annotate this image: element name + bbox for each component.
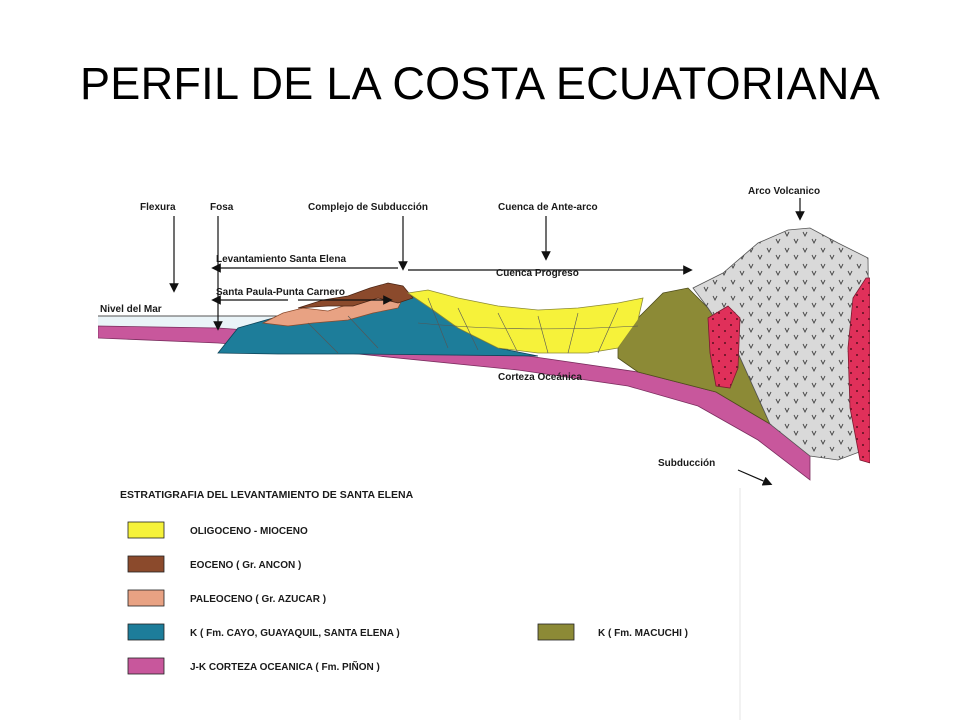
label-flexura: Flexura [140,202,176,213]
label-nivel-del-mar: Nivel del Mar [100,304,162,315]
legend-label-macuchi: K ( Fm. MACUCHI ) [598,628,688,639]
fault-lines [307,297,639,354]
label-corteza-oceanica: Corteza Oceánica [498,372,582,383]
stratigraphy-legend: ESTRATIGRAFIA DEL LEVANTAMIENTO DE SANTA… [120,489,688,675]
eoceno-ancon [297,282,414,309]
label-subduccion: Subducción [658,458,715,469]
oligoceno-mioceno [406,289,644,354]
label-fosa: Fosa [210,202,234,213]
legend-label-k-cayo: K ( Fm. CAYO, GUAYAQUIL, SANTA ELENA ) [190,628,400,639]
legend-label-oligoceno-mioceno: OLIGOCENO - MIOCENO [190,526,308,537]
legend-swatch-eoceno [127,555,165,573]
legend-swatch-macuchi [537,623,575,641]
legend-swatch-k-cayo [127,623,165,641]
intrusive-body-right [847,277,870,464]
legend-swatch-corteza-oceanica [127,657,165,675]
label-santa-paula-punta-carnero: Santa Paula-Punta Carnero [216,287,345,298]
annotation-arrows [169,198,805,486]
legend-label-paleoceno: PALEOCENO ( Gr. AZUCAR ) [190,594,326,605]
legend-swatch-oligoceno-mioceno [127,521,165,539]
intrusive-body-left [707,305,741,389]
legend-label-eoceno: EOCENO ( Gr. ANCON ) [190,560,301,571]
label-levantamiento-santa-elena: Levantamiento Santa Elena [216,254,346,265]
legend-title: ESTRATIGRAFIA DEL LEVANTAMIENTO DE SANTA… [120,489,414,501]
label-cuenca-progreso: Cuenca Progreso [496,268,579,279]
legend-swatch-paleoceno [127,589,165,607]
label-complejo-subduccion: Complejo de Subducción [308,202,428,213]
label-cuenca-ante-arco: Cuenca de Ante-arco [498,202,598,213]
label-arco-volcanico: Arco Volcanico [748,186,820,197]
slide-title: PERFIL DE LA COSTA ECUATORIANA [79,58,881,109]
geologic-profile-diagram: Flexura Fosa Complejo de Subducción Cuen… [98,148,870,720]
legend-label-corteza-oceanica: J-K CORTEZA OCEANICA ( Fm. PIÑON ) [190,660,380,673]
